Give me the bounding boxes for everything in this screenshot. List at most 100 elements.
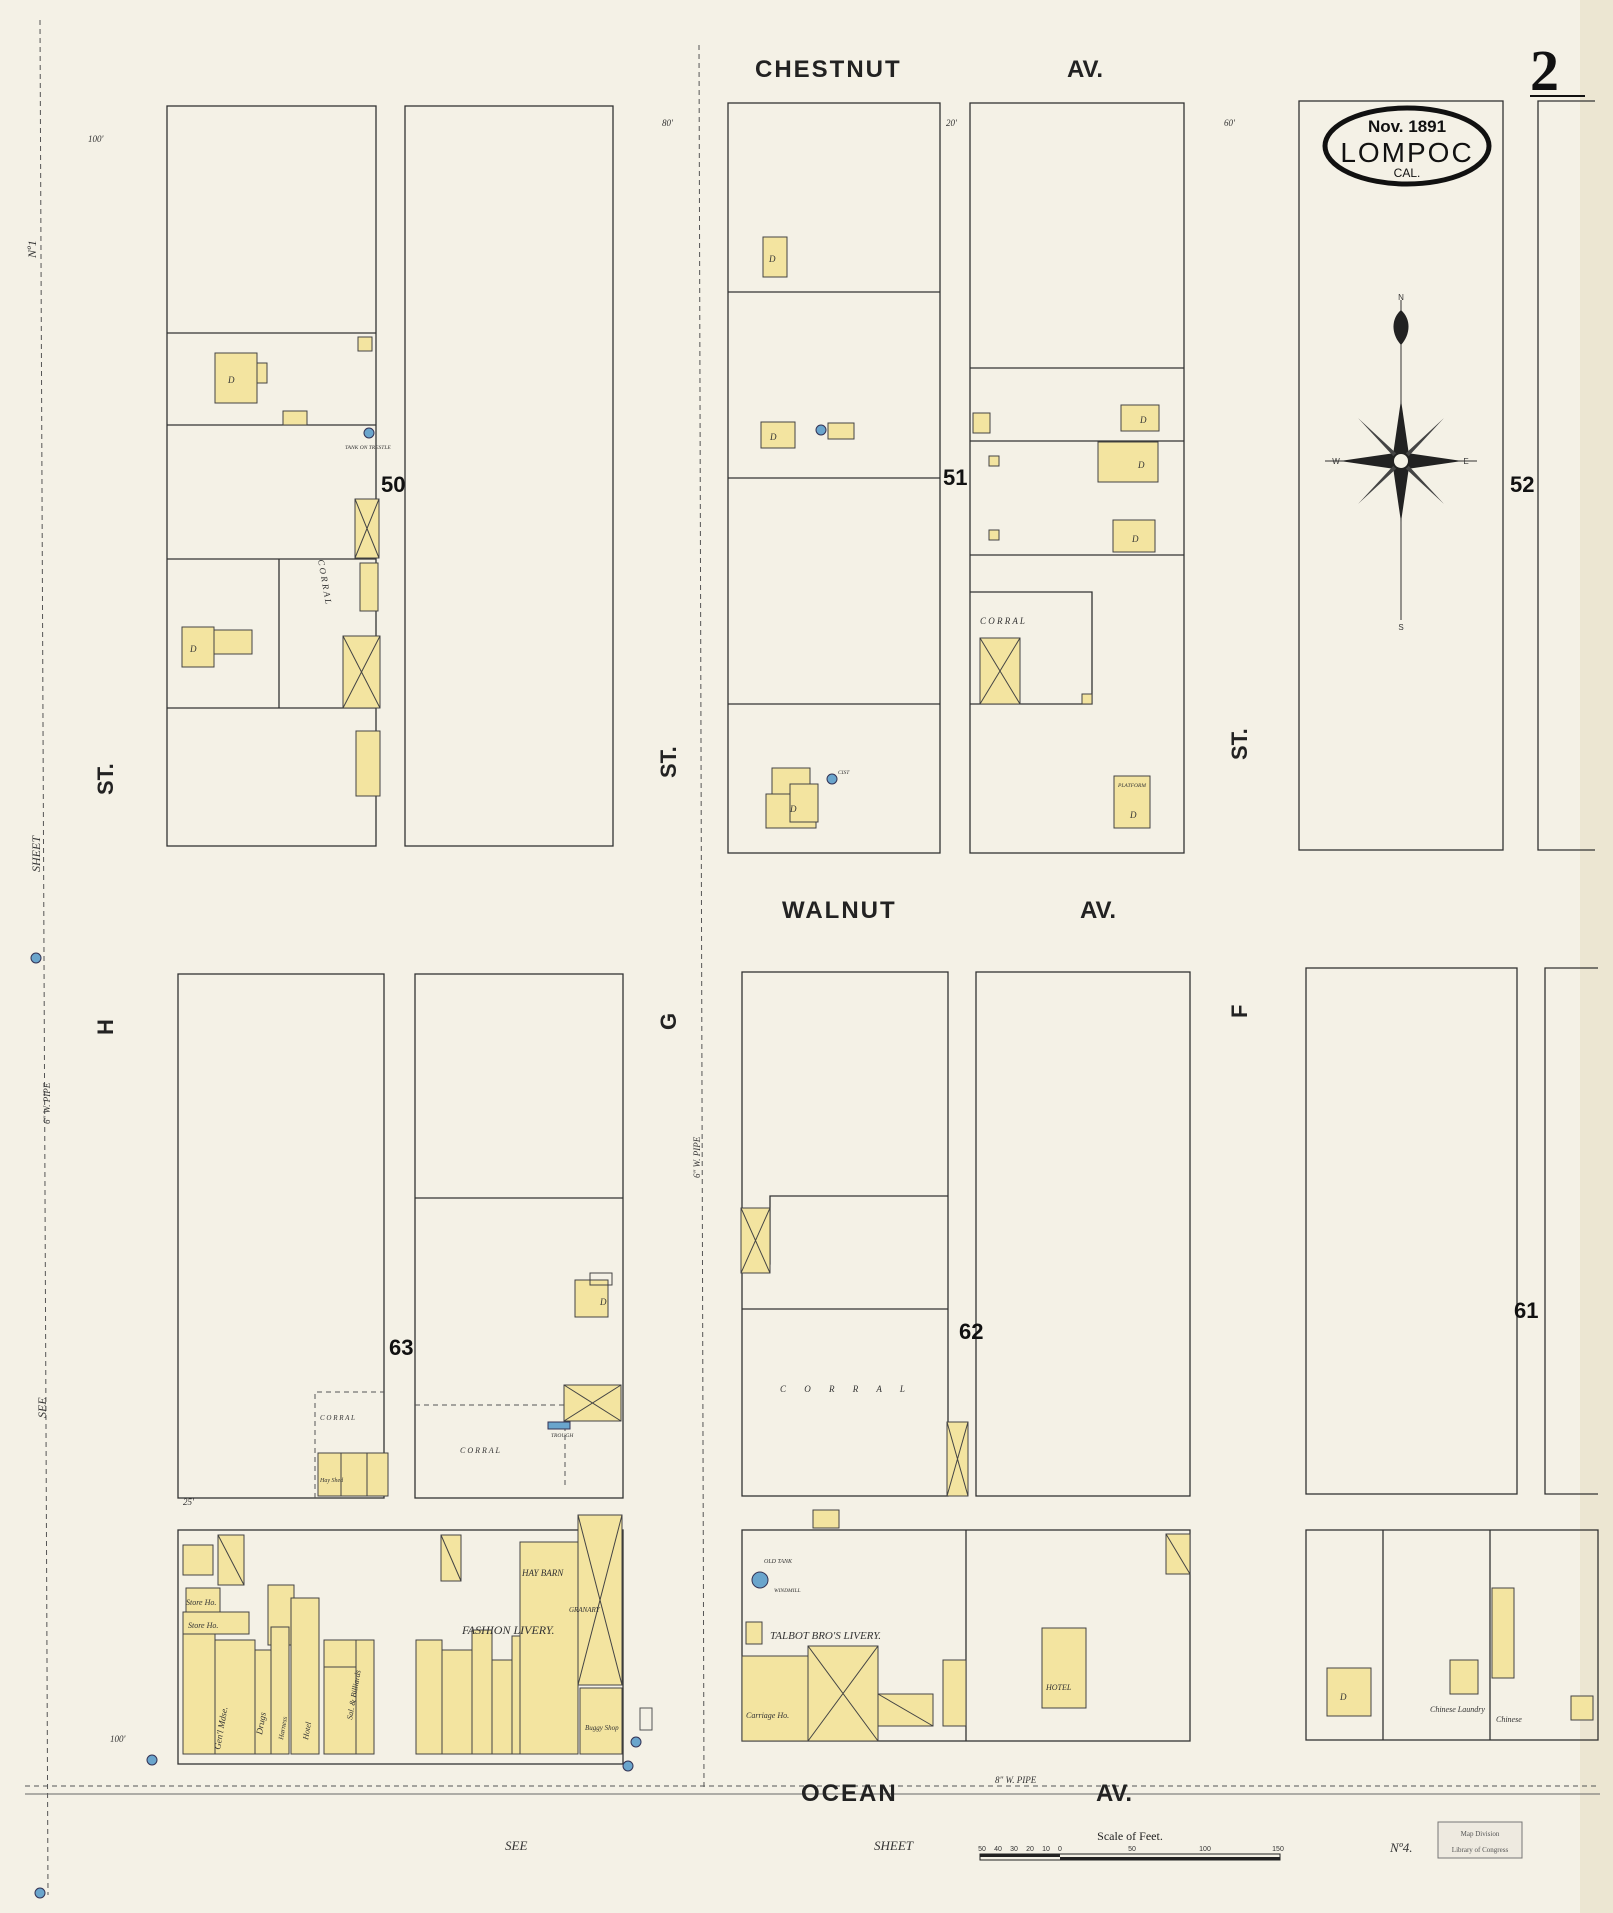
dwelling-label: D [599, 1297, 607, 1307]
dwelling-label: D [189, 644, 197, 654]
shed-cross [217, 1534, 245, 1586]
cistern [826, 773, 838, 785]
title-cartouche: Nov. 1891 LOMPOC CAL. [1322, 105, 1492, 187]
margin-no-left: Nº1 [25, 240, 39, 259]
scale-bar-fill-left [980, 1854, 1060, 1857]
block-62: 62 C O R R A L [740, 971, 1191, 1497]
compass-label-e: E [1463, 457, 1468, 466]
block-63-west [177, 973, 385, 1499]
hydrant-icon [630, 1736, 642, 1748]
stamp-line-2: Library of Congress [1452, 1846, 1509, 1854]
compass-point-w [1340, 453, 1401, 469]
margin-sheet-bottom: SHEET [874, 1838, 914, 1853]
building [471, 1629, 493, 1755]
dwelling-label: D [769, 432, 777, 442]
small-building [745, 1621, 763, 1645]
dwelling [214, 352, 258, 404]
corral-label: C O R R A L [460, 1446, 500, 1455]
carriage-house [741, 1655, 809, 1742]
block-number-50: 50 [381, 472, 405, 497]
outbuilding [282, 410, 308, 426]
store [323, 1639, 357, 1668]
store-house [185, 1587, 221, 1613]
scale-tick-label: 150 [1272, 1846, 1284, 1853]
margin-pipe-left: 6" W. PIPE [42, 1082, 52, 1124]
street-h-st: ST. [93, 763, 118, 795]
dwelling-label: D [768, 254, 776, 264]
scale-tick-label: 100 [1199, 1846, 1211, 1853]
shed-cross [440, 1534, 462, 1582]
block-number-63: 63 [389, 1335, 413, 1360]
dim-60-top: 60' [1224, 118, 1236, 128]
building [491, 1659, 513, 1755]
building [441, 1649, 473, 1755]
block-62-east [975, 971, 1191, 1497]
livery-stable [519, 1541, 579, 1755]
dwelling [1097, 441, 1159, 483]
block-61-west [1305, 967, 1518, 1495]
sheet-number: 2 [1530, 38, 1559, 103]
margin-see-left: SEE [35, 1397, 49, 1418]
block-52-west [1298, 100, 1504, 851]
general-merchandise [214, 1639, 256, 1755]
fashion-livery-label: FASHION LIVERY. [461, 1623, 554, 1637]
block-63-east [414, 973, 624, 1499]
compass-point-sw [1358, 461, 1401, 504]
dwelling [1113, 775, 1151, 829]
street-walnut-av: AV. [1080, 897, 1116, 924]
platform-label: PLATFORM [1117, 783, 1146, 789]
scale-tick-label: 40 [994, 1846, 1002, 1853]
hydrant-icon [34, 1887, 46, 1899]
dwelling-label: D [1131, 534, 1139, 544]
block-50-west [166, 105, 377, 847]
dim-20-top: 20' [946, 118, 958, 128]
hay-barn-label: HAY BARN [521, 1568, 564, 1578]
shed-cross [877, 1693, 934, 1727]
outbuilding [357, 336, 373, 352]
block-50: 50 D D TANK ON TRESTLE C O R R A L [166, 105, 614, 847]
street-h: H [93, 1019, 118, 1035]
compass-point-s [1393, 461, 1409, 522]
block-number-61: 61 [1514, 1298, 1538, 1323]
dim-100-bottom: 100' [110, 1734, 127, 1744]
compass-label-n: N [1398, 293, 1404, 302]
buggy-shop-label: Buggy Shop [585, 1724, 619, 1732]
old-tank-label: OLD TANK [764, 1559, 793, 1565]
outbuilding [988, 529, 1000, 541]
store-building [182, 1544, 214, 1576]
buggy-shop [579, 1687, 623, 1755]
store-ho-label: Store Ho. [186, 1598, 216, 1607]
scale-tick-label: 50 [1128, 1846, 1136, 1853]
outbuilding [1081, 693, 1093, 705]
corral-fence [970, 591, 1093, 705]
chinese-laundry [1449, 1659, 1479, 1695]
windmill-label: WINDMILL [774, 1588, 801, 1594]
scale-title: Scale of Feet. [1097, 1829, 1163, 1843]
porch [589, 1272, 613, 1286]
barn-cross [807, 1645, 879, 1742]
chinese-building [1491, 1587, 1515, 1679]
shed-cross [979, 637, 1021, 705]
store [182, 1633, 216, 1755]
dwelling-label: D [1339, 1692, 1347, 1702]
pipe-line-g-street [698, 44, 705, 1791]
dim-100-top: 100' [88, 134, 105, 144]
small-building [1570, 1695, 1594, 1721]
dwelling [1120, 404, 1160, 432]
hydrant-icon [30, 952, 42, 964]
block-52-east [1537, 100, 1595, 851]
outbuilding [988, 455, 1000, 467]
block-number-62: 62 [959, 1319, 983, 1344]
cartouche-date: Nov. 1891 [1368, 117, 1446, 136]
drugs-label: Drugs [254, 1711, 268, 1736]
block-51-east [969, 102, 1185, 854]
dwelling [762, 236, 788, 278]
cartouche-state: CAL. [1394, 166, 1421, 180]
dwelling-wing [256, 362, 268, 384]
shed-cross [354, 498, 380, 559]
street-ocean: OCEAN [801, 1780, 898, 1807]
street-f-st: ST. [1227, 728, 1252, 760]
cistern [815, 424, 827, 436]
trough [547, 1421, 571, 1430]
